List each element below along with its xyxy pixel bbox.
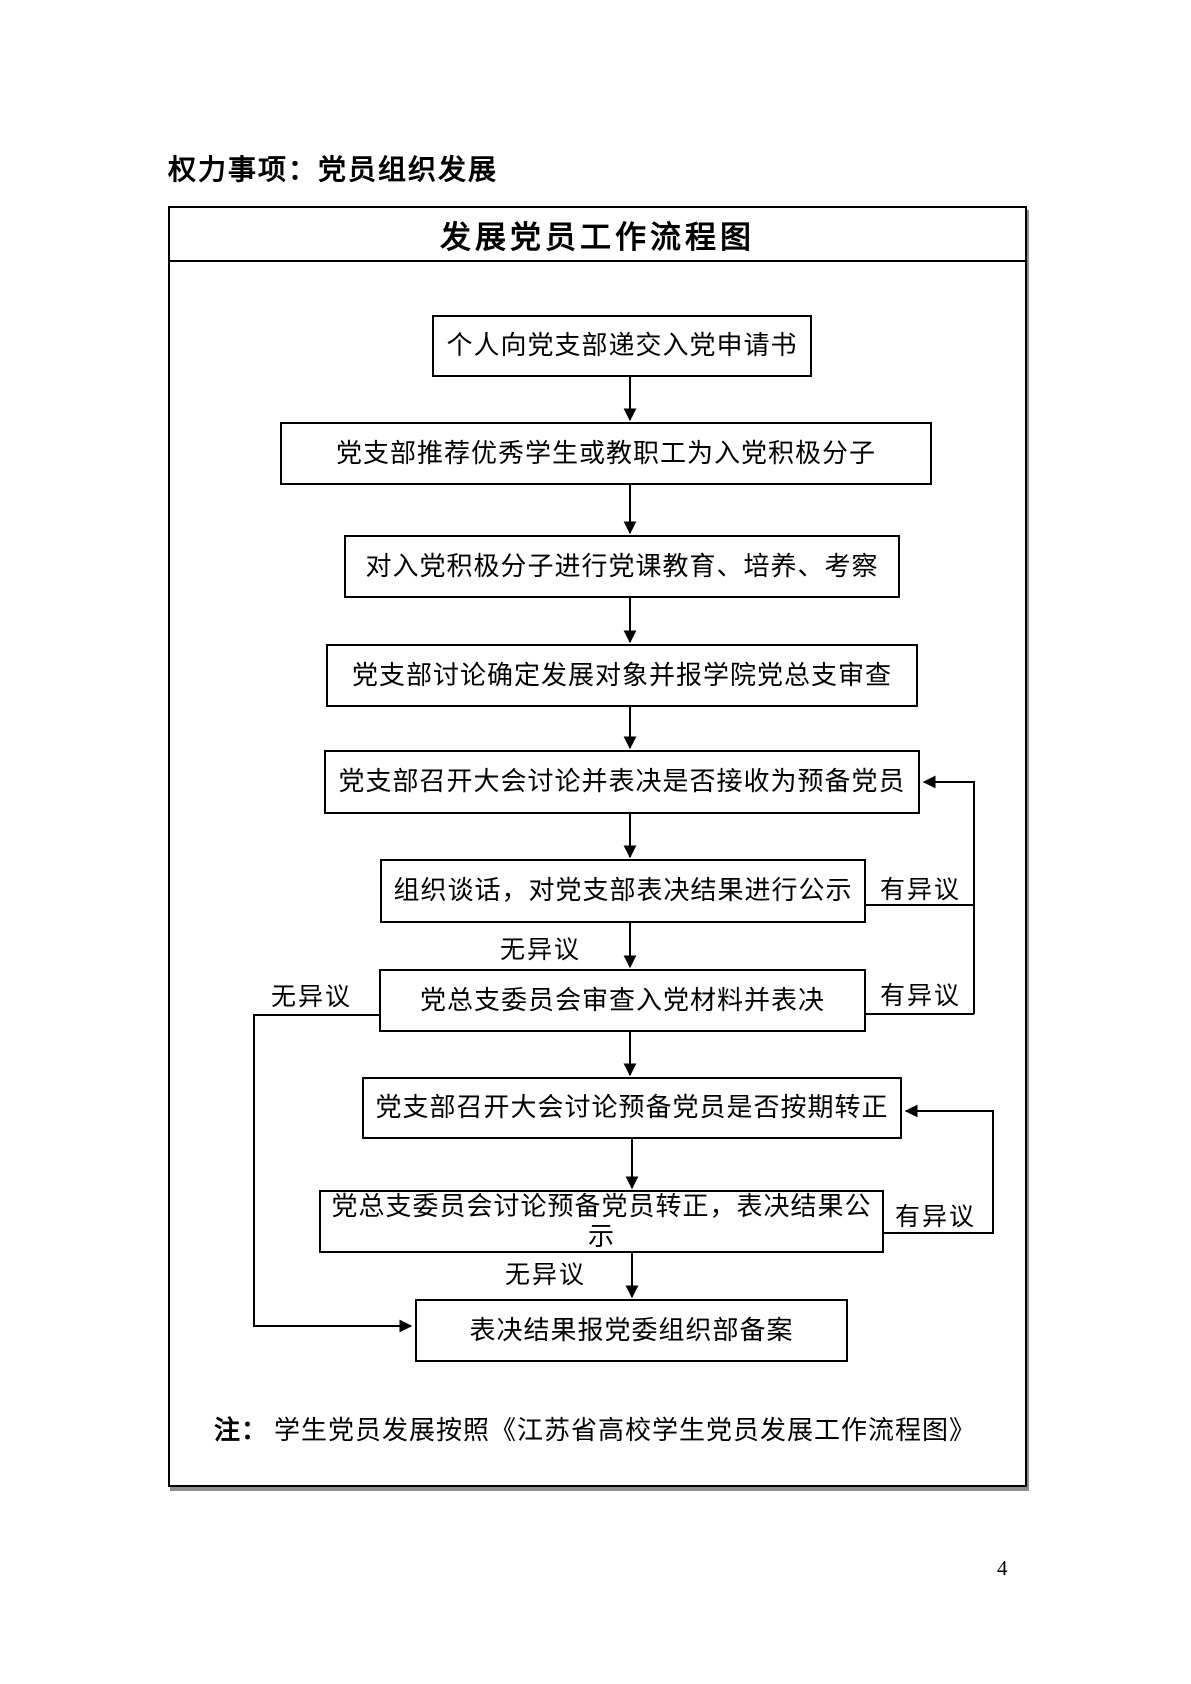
edge-label-no-objection-3: 无异议 [271,984,353,1011]
flow-node-report-filing: 表决结果报党委组织部备案 [415,1299,848,1362]
edge-label-objection-1: 有异议 [880,877,962,904]
note: 注：学生党员发展按照《江苏省高校学生党员发展工作流程图》 [214,1410,976,1447]
edge-label-no-objection-1: 无异议 [500,937,582,964]
note-prefix: 注： [214,1415,269,1445]
flow-node-submit-application: 个人向党支部递交入党申请书 [432,315,812,377]
flow-node-vote-confirmation: 党支部召开大会讨论预备党员是否按期转正 [362,1077,902,1139]
arrow-no-objection-n7-n10 [253,1014,413,1333]
flowchart-frame: 发展党员工作流程图 [168,206,1027,1487]
flowchart-title: 发展党员工作流程图 [170,208,1025,262]
edge-label-objection-2: 有异议 [880,983,962,1010]
flow-node-educate-activists: 对入党积极分子进行党课教育、培养、考察 [344,535,900,598]
flow-node-recommend-activists: 党支部推荐优秀学生或教职工为入党积极分子 [280,422,932,485]
flow-node-vote-probationary: 党支部召开大会讨论并表决是否接收为预备党员 [324,750,920,814]
flow-node-committee-review: 党总支委员会审查入党材料并表决 [379,969,866,1032]
flow-node-talk-and-publicize: 组织谈话，对党支部表决结果进行公示 [380,859,866,923]
flowchart-connectors [253,377,994,1333]
arrow-objection-n9-n8 [884,1104,994,1234]
arrow-objection-to-n5 [922,775,975,1014]
edge-label-objection-3: 有异议 [895,1204,977,1231]
edge-label-no-objection-2: 无异议 [505,1262,587,1289]
doc-heading: 权力事项：党员组织发展 [168,154,499,185]
page-number: 4 [997,1556,1008,1580]
flow-node-committee-confirmation-publicity: 党总支委员会讨论预备党员转正，表决结果公示 [319,1190,884,1253]
flow-node-confirm-candidates: 党支部讨论确定发展对象并报学院党总支审查 [326,644,918,707]
note-text: 学生党员发展按照《江苏省高校学生党员发展工作流程图》 [274,1416,977,1445]
